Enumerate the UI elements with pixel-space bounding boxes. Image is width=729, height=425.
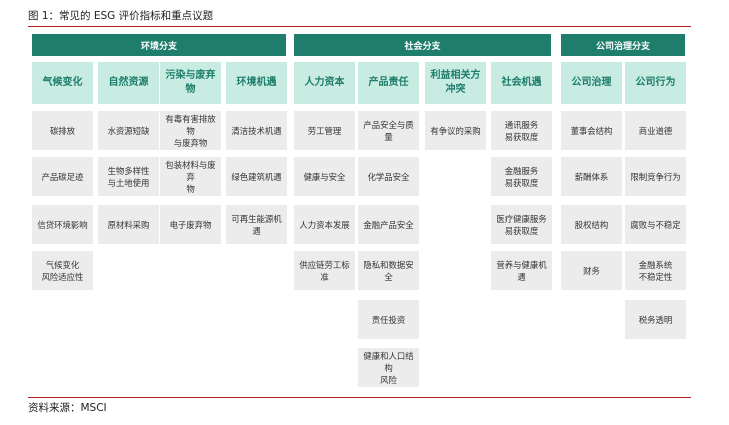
issue-cell: 医疗健康服务易获取度 (491, 205, 552, 244)
issue-cell: 生物多样性与土地使用 (98, 157, 159, 196)
issue-cell: 劳工管理 (294, 111, 355, 150)
topic-header: 产品责任 (358, 62, 419, 104)
issue-cell: 人力资本发展 (294, 205, 355, 244)
issue-cell: 限制竞争行为 (625, 157, 686, 196)
issue-cell: 金融服务易获取度 (491, 157, 552, 196)
issue-cell: 股权结构 (561, 205, 622, 244)
issue-cell: 包装材料与废弃物 (160, 157, 221, 196)
issue-cell: 健康和人口结构风险 (358, 348, 419, 387)
issue-cell: 信贷环境影响 (32, 205, 93, 244)
issue-cell: 金融产品安全 (358, 205, 419, 244)
branch-header: 公司治理分支 (561, 34, 685, 56)
issue-cell: 清洁技术机遇 (226, 111, 287, 150)
issue-cell: 绿色建筑机遇 (226, 157, 287, 196)
issue-cell: 隐私和数据安全 (358, 251, 419, 290)
issue-cell: 责任投资 (358, 300, 419, 339)
topic-header: 社会机遇 (491, 62, 552, 104)
issue-cell: 薪酬体系 (561, 157, 622, 196)
issue-cell: 电子废弃物 (160, 205, 221, 244)
branch-header: 环境分支 (32, 34, 286, 56)
topic-header: 公司治理 (561, 62, 622, 104)
issue-cell: 商业道德 (625, 111, 686, 150)
issue-cell: 董事会结构 (561, 111, 622, 150)
issue-cell: 水资源短缺 (98, 111, 159, 150)
issue-cell: 财务 (561, 251, 622, 290)
issue-cell: 通讯服务易获取度 (491, 111, 552, 150)
issue-cell: 可再生能源机遇 (226, 205, 287, 244)
topic-header: 利益相关方冲突 (425, 62, 486, 104)
issue-cell: 健康与安全 (294, 157, 355, 196)
issue-cell: 有争议的采购 (425, 111, 486, 150)
issue-cell: 气候变化风险适应性 (32, 251, 93, 290)
topic-header: 自然资源 (98, 62, 159, 104)
top-divider (28, 26, 691, 27)
issue-cell: 有毒有害排放物与废弃物 (160, 111, 221, 150)
issue-cell: 金融系统不稳定性 (625, 251, 686, 290)
issue-cell: 营养与健康机遇 (491, 251, 552, 290)
issue-cell: 原材料采购 (98, 205, 159, 244)
issue-cell: 产品碳足迹 (32, 157, 93, 196)
topic-header: 气候变化 (32, 62, 93, 104)
issue-cell: 化学品安全 (358, 157, 419, 196)
issue-cell: 税务透明 (625, 300, 686, 339)
figure-title: 图 1：常见的 ESG 评价指标和重点议题 (28, 10, 214, 22)
issue-cell: 供应链劳工标准 (294, 251, 355, 290)
issue-cell: 碳排放 (32, 111, 93, 150)
topic-header: 环境机遇 (226, 62, 287, 104)
topic-header: 污染与废弃物 (160, 62, 221, 104)
figure-source: 资料来源：MSCI (28, 402, 107, 414)
issue-cell: 产品安全与质量 (358, 111, 419, 150)
topic-header: 公司行为 (625, 62, 686, 104)
topic-header: 人力资本 (294, 62, 355, 104)
issue-cell: 腐败与不稳定 (625, 205, 686, 244)
bottom-divider (28, 397, 691, 398)
branch-header: 社会分支 (294, 34, 551, 56)
